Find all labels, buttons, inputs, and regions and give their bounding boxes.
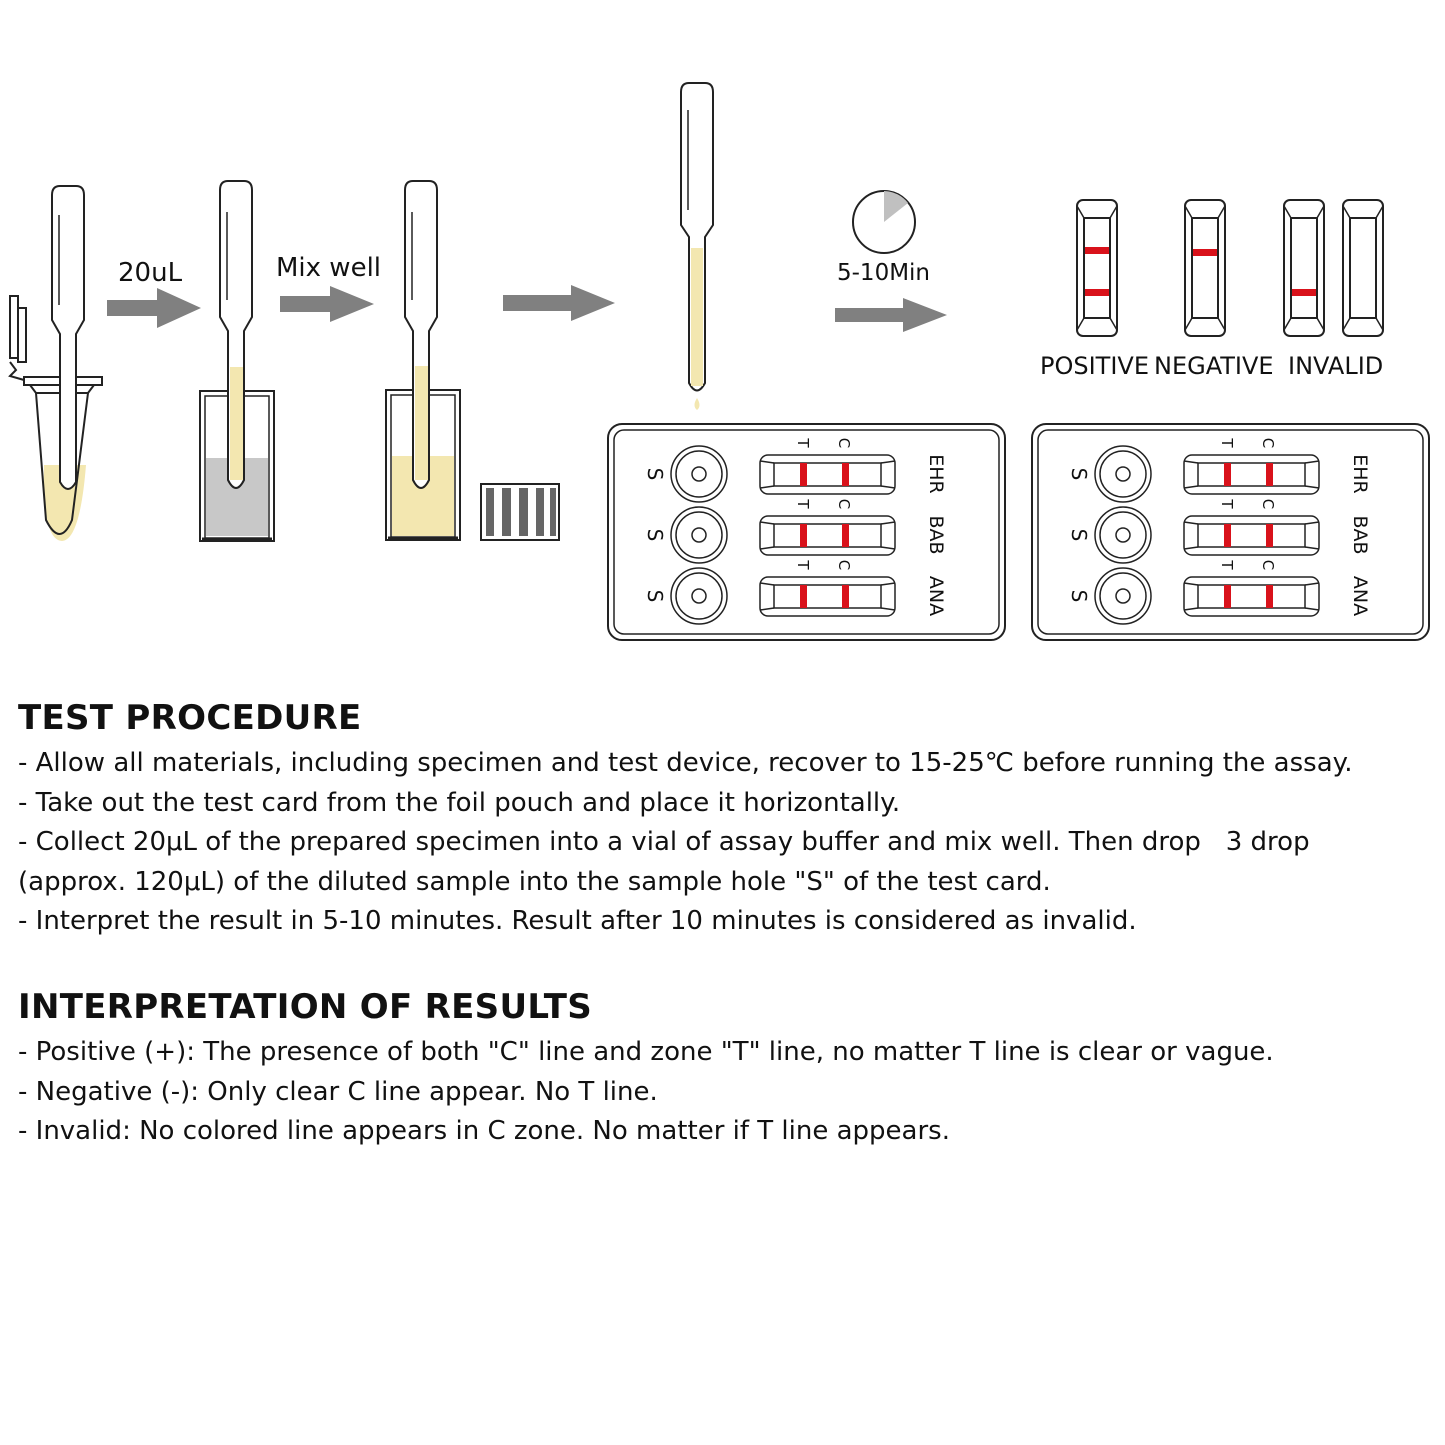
timer-label: 5-10Min — [837, 260, 930, 286]
arrow-right-icon — [835, 298, 947, 332]
t-label: T — [794, 498, 812, 509]
analyte-label: ANA — [925, 576, 947, 616]
arrow-right-icon — [280, 286, 374, 322]
result-label-positive: POSITIVE — [1040, 352, 1149, 380]
sample-well[interactable] — [670, 445, 728, 503]
test-strip-window — [1183, 454, 1320, 495]
test-strip-window — [1183, 576, 1320, 617]
procedure-line: - Take out the test card from the foil p… — [18, 787, 901, 818]
c-label: C — [1259, 438, 1277, 448]
mix-label: Mix well — [276, 253, 381, 283]
procedure-heading: TEST PROCEDURE — [18, 698, 362, 738]
t-line — [1224, 585, 1231, 608]
procedure-line: - Interpret the result in 5-10 minutes. … — [18, 906, 1137, 936]
sample-well[interactable] — [670, 567, 728, 625]
timer-icon — [852, 190, 916, 254]
test-strip-window — [759, 576, 896, 617]
t-line — [800, 585, 807, 608]
sample-label: S — [643, 590, 667, 603]
c-line — [1266, 524, 1273, 547]
c-label: C — [1259, 560, 1277, 570]
c-line — [842, 463, 849, 486]
procedure-line: (approx. 120μL) of the diluted sample in… — [18, 866, 1051, 897]
interpretation-line: - Positive (+): The presence of both "C"… — [18, 1037, 1274, 1067]
interpretation-line: - Negative (-): Only clear C line appear… — [18, 1076, 658, 1107]
interpretation-line: - Invalid: No colored line appears in C … — [18, 1116, 950, 1146]
t-label: T — [1218, 559, 1236, 570]
analyte-label: BAB — [925, 515, 947, 554]
analyte-label: BAB — [1349, 515, 1371, 554]
t-label: T — [794, 559, 812, 570]
c-label: C — [835, 560, 853, 570]
t-label: T — [794, 437, 812, 448]
c-line — [842, 524, 849, 547]
procedure-line: - Allow all materials, including specime… — [18, 748, 1353, 778]
red-line — [1085, 247, 1109, 254]
t-line — [1224, 524, 1231, 547]
test-strip-window — [759, 515, 896, 556]
c-label: C — [835, 499, 853, 509]
result-strip-negative — [1184, 199, 1226, 337]
pipette-3 — [404, 180, 438, 489]
c-line — [1266, 585, 1273, 608]
red-line — [1085, 289, 1109, 296]
sample-label: S — [1067, 468, 1091, 481]
pipette-4 — [680, 82, 714, 410]
test-strip-window — [759, 454, 896, 495]
procedure-line: - Collect 20μL of the prepared specimen … — [18, 827, 1310, 857]
volume-label: 20uL — [118, 258, 183, 288]
sample-label: S — [643, 529, 667, 542]
t-line — [800, 463, 807, 486]
sample-label: S — [1067, 590, 1091, 603]
sample-label: S — [1067, 529, 1091, 542]
analyte-label: ANA — [1349, 576, 1371, 616]
analyte-label: EHR — [925, 454, 947, 494]
c-label: C — [835, 438, 853, 448]
test-procedure-section: TEST PROCEDURE - Allow all materials, in… — [18, 698, 1438, 942]
c-label: C — [1259, 499, 1277, 509]
pipette-2 — [219, 180, 253, 489]
result-label-negative: NEGATIVE — [1154, 352, 1274, 380]
pipette-1 — [51, 185, 85, 490]
test-card: S T C EHR S T C BAB S T C ANA — [607, 423, 1006, 641]
test-procedure-diagram: 20uL Mix well 5-10Min POSITIVE NEGATIVE … — [8, 82, 1430, 641]
dropper-rack — [480, 483, 560, 541]
result-label-invalid: INVALID — [1288, 352, 1383, 380]
c-line — [842, 585, 849, 608]
t-line — [1224, 463, 1231, 486]
sample-well[interactable] — [1094, 506, 1152, 564]
c-line — [1266, 463, 1273, 486]
arrows — [107, 285, 947, 332]
interpretation-section: INTERPRETATION OF RESULTS - Positive (+)… — [18, 987, 1438, 1152]
result-strip-positive — [1076, 199, 1118, 337]
test-strip-window — [1183, 515, 1320, 556]
t-line — [800, 524, 807, 547]
interpretation-heading: INTERPRETATION OF RESULTS — [18, 987, 592, 1027]
arrow-right-icon — [107, 288, 201, 328]
sample-well[interactable] — [1094, 445, 1152, 503]
specimen-tube — [8, 295, 103, 541]
sample-well[interactable] — [670, 506, 728, 564]
t-label: T — [1218, 498, 1236, 509]
result-strip-invalid-2 — [1342, 199, 1384, 337]
result-strip-invalid-1 — [1283, 199, 1325, 337]
t-label: T — [1218, 437, 1236, 448]
sample-label: S — [643, 468, 667, 481]
red-line — [1193, 249, 1217, 256]
analyte-label: EHR — [1349, 454, 1371, 494]
arrow-right-icon — [503, 285, 615, 321]
sample-well[interactable] — [1094, 567, 1152, 625]
test-card: S T C EHR S T C BAB S T C ANA — [1031, 423, 1430, 641]
red-line — [1292, 289, 1316, 296]
